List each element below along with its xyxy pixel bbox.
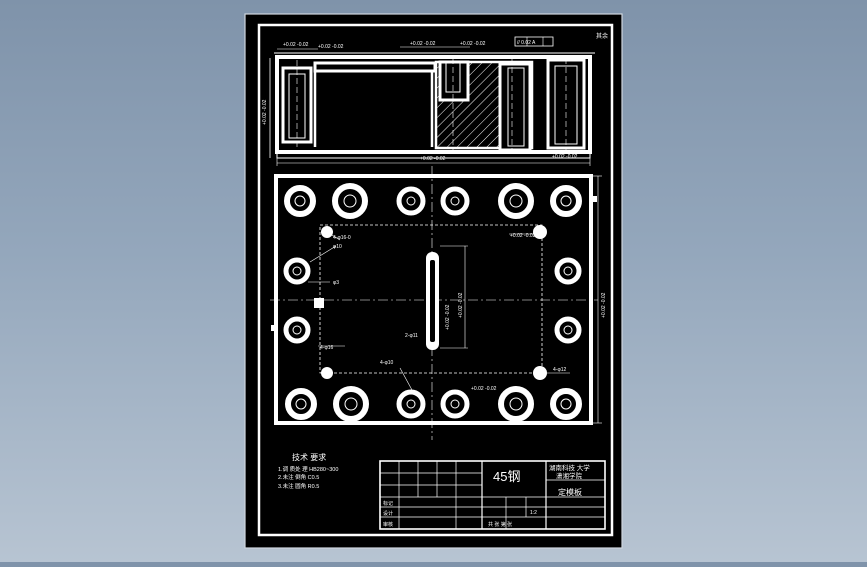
label-hole-a: φ10 <box>333 244 342 250</box>
label-hole-b: φ3 <box>333 280 339 286</box>
title-school-sub: 潇湘学院 <box>556 471 583 480</box>
title-scale: 1:2 <box>530 510 537 516</box>
label-center-dim-a: +0.02 -0.02 <box>458 292 464 318</box>
dim-top-4: +0.02 -0.02 <box>460 41 486 47</box>
label-holes-bottom-left: 4-φ16 <box>320 345 333 351</box>
dim-top-3: +0.02 -0.02 <box>410 41 436 47</box>
label-center-dim-b: +0.02 -0.02 <box>445 304 451 330</box>
label-right-top-tol: +0.02 -0.02 <box>510 233 536 239</box>
hole <box>283 257 311 285</box>
title-sheet-info: 共 张 第 张 <box>488 521 512 528</box>
title-design: 设计 <box>383 510 393 517</box>
top-section-view <box>269 36 595 166</box>
hole <box>554 316 582 344</box>
hole <box>285 388 317 420</box>
tech-req-line3: 3.未注 圆角 R0.5 <box>278 482 319 490</box>
label-holes-top: 4-φ16-0 <box>333 235 351 241</box>
hole <box>396 389 426 419</box>
title-material: 45钢 <box>493 469 520 484</box>
hole <box>283 316 311 344</box>
hole <box>498 386 534 422</box>
center-slot <box>426 252 439 350</box>
hole <box>332 183 368 219</box>
hole <box>284 185 316 217</box>
label-right-bottom: 4-φ12 <box>553 367 566 373</box>
dowel-hole <box>533 225 547 239</box>
hole <box>550 185 582 217</box>
title-part-name: 定模板 <box>558 487 582 497</box>
dim-top-2: +0.02 -0.02 <box>283 42 309 48</box>
label-right-height: +0.02 -0.02 <box>601 292 607 318</box>
label-bottom-tol: +0.02 -0.02 <box>471 386 497 392</box>
hole <box>498 183 534 219</box>
dim-top-1: +0.02 -0.02 <box>318 44 344 50</box>
sheet-border <box>257 23 614 537</box>
leaders <box>308 231 570 391</box>
dim-bottom-length: +0.02 -0.02 <box>420 156 446 162</box>
hole <box>333 386 369 422</box>
dim-left-height: +0.02 -0.02 <box>262 99 268 125</box>
tolerance-frame <box>514 36 554 47</box>
title-school: 湖南科技 大学 <box>549 463 590 472</box>
hole <box>550 388 582 420</box>
hole <box>554 257 582 285</box>
hole <box>440 389 470 419</box>
side-notch <box>271 325 277 331</box>
hole <box>440 186 470 216</box>
tech-req-line1: 1.调 质处 理 HB280~300 <box>278 465 338 473</box>
title-check: 审核 <box>383 521 393 528</box>
title-block <box>379 460 606 530</box>
side-notch <box>314 298 324 308</box>
dim-right-bottom: +0.02 -0.02 <box>552 154 578 160</box>
hole <box>396 186 426 216</box>
side-notch <box>591 196 597 202</box>
tech-req-line2: 2.未注 倒角 C0.5 <box>278 473 319 481</box>
roughness-mark: 其余 <box>596 32 608 40</box>
label-slot: 2-φ11 <box>405 333 418 339</box>
tech-req-title: 技术 要求 <box>292 452 326 462</box>
plan-holes <box>283 183 582 422</box>
dowel-hole <box>321 367 333 379</box>
label-holes-mid: 4-φ10 <box>380 360 393 366</box>
title-mark-label: 标记 <box>383 500 393 507</box>
tolerance-frame-text: // 0.02 A <box>517 40 536 46</box>
